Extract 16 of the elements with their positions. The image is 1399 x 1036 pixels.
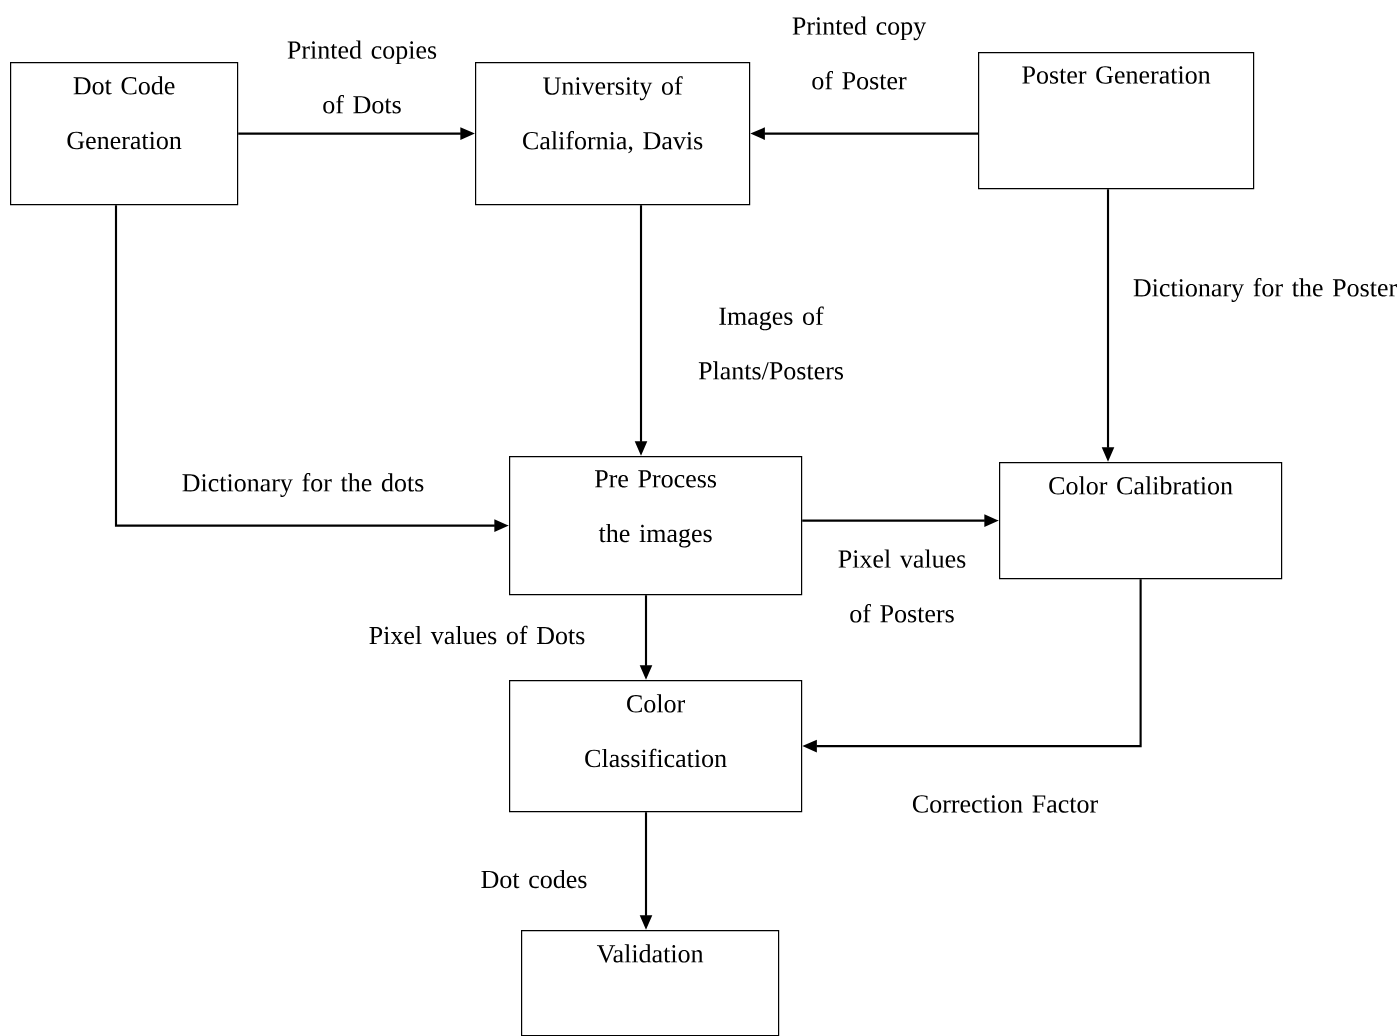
process-box: Validation [521,930,780,1036]
edge-label: Correction Factor [912,795,1098,813]
process-box: Color Classification [509,680,803,813]
process-box: Pre Process the images [509,456,803,596]
edge-label: Images of Plants/Posters [698,306,844,380]
edge-label: Printed copies of Dots [287,40,437,114]
edge-label: Pixel values of Dots [369,625,585,645]
edge-label: Printed copy of Poster [792,16,927,90]
edge-label: Dictionary for the dots [182,473,424,497]
process-box: Poster Generation [978,52,1255,190]
edge-label: Dot codes [481,869,587,889]
process-box: Color Calibration [999,462,1283,580]
process-box: University of California, Davis [475,62,751,206]
edge-label: Pixel values of Posters [838,549,966,623]
edge-label: Dictionary for the Poster [1133,278,1397,302]
process-box: Dot Code Generation [10,62,239,206]
